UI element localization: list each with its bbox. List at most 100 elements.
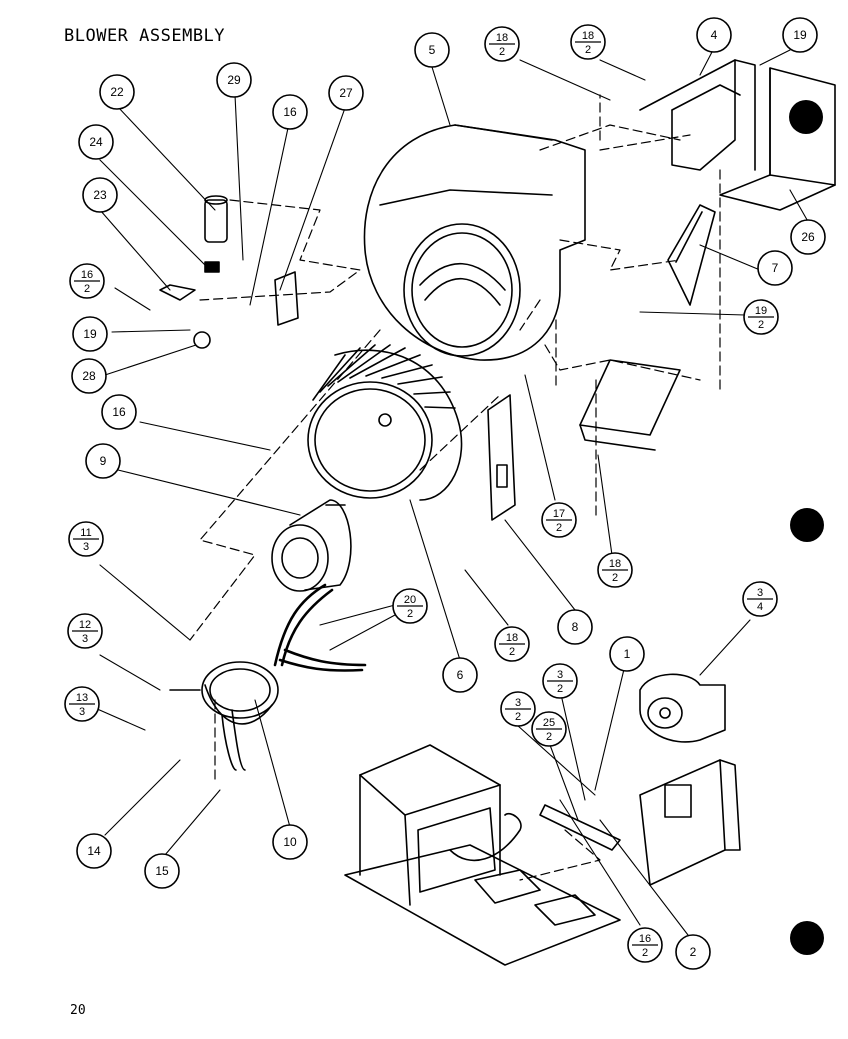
callout-circle — [782, 17, 818, 53]
callout-part-number: 18 — [609, 558, 621, 570]
callout-c9: 9 — [85, 443, 121, 479]
callout-circle — [696, 17, 732, 53]
callout-quantity: 3 — [79, 706, 85, 718]
callout-c8: 8 — [557, 609, 593, 645]
callout-part-number: 10 — [283, 835, 297, 849]
callout-circle — [675, 934, 711, 970]
callout-quantity: 2 — [515, 711, 521, 723]
callout-part-number: 11 — [80, 527, 91, 539]
callout-quantity: 2 — [758, 319, 764, 331]
callout-circle — [85, 443, 121, 479]
callout-circle — [414, 32, 450, 68]
callout-c15: 15 — [144, 853, 180, 889]
control-box — [639, 759, 741, 886]
callout-part-number: 19 — [83, 327, 97, 341]
callout-part-number: 17 — [553, 508, 565, 520]
callout-part-number: 7 — [772, 261, 779, 275]
callout-c10: 10 — [272, 824, 308, 860]
callout-c16c: 16 — [101, 394, 137, 430]
callout-quantity: 2 — [642, 947, 648, 959]
callout-c18c: 182 — [597, 552, 633, 588]
callout-quantity: 3 — [83, 541, 89, 553]
callout-c7: 7 — [757, 250, 793, 286]
callout-part-number: 16 — [283, 105, 297, 119]
callout-part-number: 19 — [755, 305, 767, 317]
callout-part-number: 1 — [624, 647, 631, 661]
callout-c3a: 32 — [500, 691, 536, 727]
callout-circle — [144, 853, 180, 889]
binder-hole-top — [789, 100, 823, 134]
callout-part-number: 8 — [572, 620, 579, 634]
callout-part-number: 4 — [711, 28, 718, 42]
callout-c18a: 182 — [484, 26, 520, 62]
diagram-title: BLOWER ASSEMBLY — [64, 26, 226, 46]
callout-quantity: 2 — [499, 46, 505, 58]
callout-part-number: 2 — [690, 945, 697, 959]
callout-c11: 113 — [68, 521, 104, 557]
callout-circle — [82, 177, 118, 213]
callout-circle — [99, 74, 135, 110]
callout-part-number: 15 — [155, 864, 169, 878]
callout-part-number: 28 — [82, 369, 96, 383]
callout-part-number: 9 — [100, 454, 107, 468]
blower-unit-small — [639, 673, 726, 743]
callout-part-number: 25 — [543, 717, 555, 729]
mounting-bracket-27 — [274, 271, 299, 326]
blower-housing — [363, 124, 586, 361]
callout-circle — [216, 62, 252, 98]
top-bracket-panel — [639, 59, 756, 171]
callout-part-number: 29 — [227, 73, 241, 87]
callout-c23: 23 — [82, 177, 118, 213]
capacitor-clamp — [204, 261, 220, 273]
callout-c2: 2 — [675, 934, 711, 970]
callout-quantity: 2 — [546, 731, 552, 743]
base-cabinet — [344, 744, 621, 966]
leader-lines — [94, 49, 811, 936]
callout-part-number: 19 — [793, 28, 807, 42]
callout-c16d: 162 — [627, 927, 663, 963]
binder-hole-middle — [790, 508, 824, 542]
callout-part-number: 18 — [496, 32, 508, 44]
callout-c19b: 19 — [72, 316, 108, 352]
callout-quantity: 2 — [557, 683, 563, 695]
callout-circle — [790, 219, 826, 255]
assembly-lines — [189, 94, 721, 881]
callout-quantity: 2 — [84, 283, 90, 295]
callout-c3b: 32 — [542, 663, 578, 699]
callout-part-number: 27 — [339, 86, 353, 100]
callout-c16b: 162 — [69, 263, 105, 299]
motor-wiring — [273, 583, 367, 672]
callout-circle — [71, 358, 107, 394]
callout-quantity: 2 — [509, 646, 515, 658]
callout-part-number: 18 — [582, 30, 594, 42]
callout-circle — [272, 824, 308, 860]
callout-quantity: 2 — [407, 608, 413, 620]
callout-part-number: 3 — [557, 669, 563, 681]
blower-wheel — [307, 344, 463, 501]
callout-circle — [757, 250, 793, 286]
callout-c12: 123 — [67, 613, 103, 649]
callout-circle — [101, 394, 137, 430]
motor-mount — [169, 661, 279, 771]
callout-c17: 172 — [541, 502, 577, 538]
callout-c26: 26 — [790, 219, 826, 255]
callout-part-number: 22 — [110, 85, 124, 99]
callout-c18d: 182 — [494, 626, 530, 662]
callout-c1: 1 — [609, 636, 645, 672]
callout-c29: 29 — [216, 62, 252, 98]
callout-c13: 133 — [64, 686, 100, 722]
callout-circle — [442, 657, 478, 693]
relay — [193, 331, 211, 349]
callout-c24: 24 — [78, 124, 114, 160]
binder-hole-bottom — [790, 921, 824, 955]
callout-circle — [78, 124, 114, 160]
callout-c18b: 182 — [570, 24, 606, 60]
callout-c5: 5 — [414, 32, 450, 68]
mounting-box — [719, 67, 836, 211]
rail-bracket — [539, 804, 621, 851]
callout-part-number: 3 — [515, 697, 521, 709]
callout-circle — [609, 636, 645, 672]
callout-c22: 22 — [99, 74, 135, 110]
page-number: 20 — [70, 1003, 86, 1018]
